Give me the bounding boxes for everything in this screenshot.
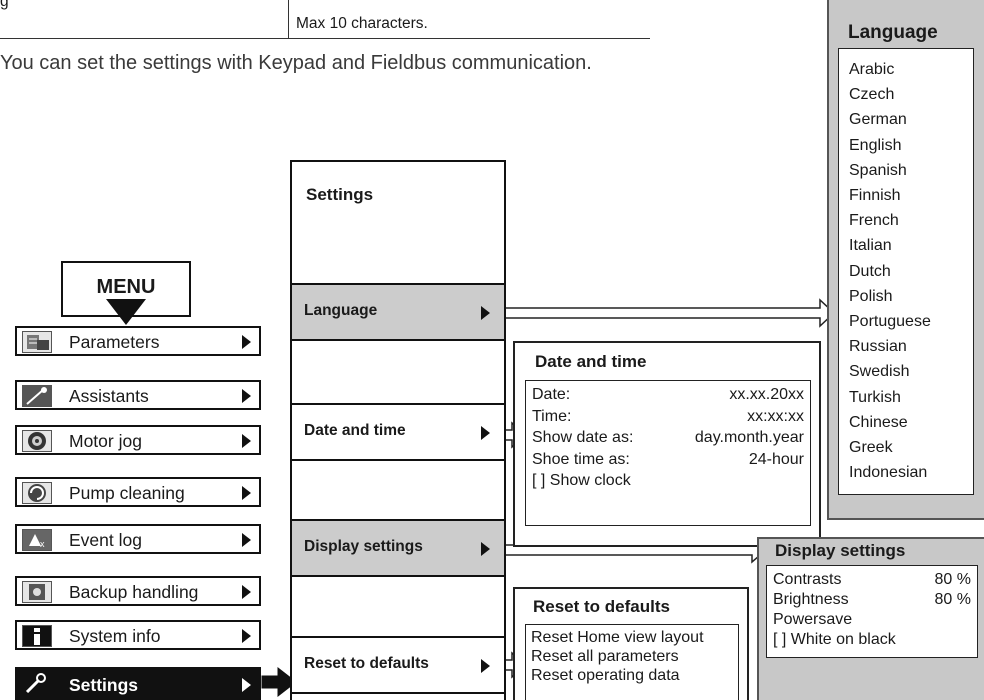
reset-defaults-title: Reset to defaults: [533, 597, 670, 616]
svg-text:x: x: [40, 539, 45, 549]
assistants-icon: [22, 385, 52, 407]
table-column-divider: [288, 0, 289, 38]
language-option[interactable]: Indonesian: [849, 464, 928, 482]
chevron-right-icon: [242, 585, 251, 599]
language-option[interactable]: Arabic: [849, 61, 895, 78]
menu-item-label: Pump cleaning: [69, 483, 185, 503]
menu-item-motor-jog[interactable]: Motor jog: [15, 425, 261, 455]
info-icon: [22, 625, 52, 647]
settings-item-display[interactable]: Display settings: [290, 519, 506, 577]
language-option[interactable]: Dutch: [849, 262, 891, 280]
settings-item-reset[interactable]: Reset to defaults: [290, 636, 506, 694]
time-row[interactable]: Time:xx:xx:xx: [532, 407, 804, 425]
menu-item-label: Assistants: [69, 386, 149, 406]
menu-item-label: Event log: [69, 530, 142, 550]
menu-item-label: Parameters: [69, 332, 160, 352]
menu-item-parameters[interactable]: Parameters: [15, 326, 261, 356]
date-row[interactable]: Date:xx.xx.20xx: [532, 386, 804, 403]
menu-item-event-log[interactable]: x Event log: [15, 524, 261, 554]
settings-item-label: Language: [304, 302, 378, 319]
chevron-right-icon: [242, 486, 251, 500]
table-bottom-rule: [0, 38, 650, 39]
table-cell-note: Max 10 characters.: [296, 15, 428, 32]
date-time-title: Date and time: [535, 352, 647, 371]
settings-item-label: Date and time: [304, 422, 406, 439]
language-option[interactable]: English: [849, 136, 902, 154]
wrench-icon: [22, 672, 52, 694]
menu-item-label: System info: [69, 626, 161, 646]
chevron-right-icon: [481, 542, 490, 556]
time-format-row[interactable]: Shoe time as:24-hour: [532, 450, 804, 468]
pump-cleaning-icon: [22, 482, 52, 504]
chevron-right-icon: [242, 389, 251, 403]
language-option[interactable]: Swedish: [849, 363, 910, 381]
reset-option[interactable]: Reset Home view layout: [531, 629, 704, 646]
menu-item-system-info[interactable]: System info: [15, 620, 261, 650]
menu-item-settings[interactable]: Settings: [15, 667, 261, 700]
powersave-row[interactable]: Powersave: [773, 611, 853, 628]
menu-item-assistants[interactable]: Assistants: [15, 380, 261, 410]
language-option[interactable]: Italian: [849, 237, 892, 255]
chevron-right-icon: [242, 533, 251, 547]
language-option[interactable]: German: [849, 111, 907, 129]
event-log-icon: x: [22, 529, 52, 551]
settings-arrow: [261, 666, 297, 698]
menu-item-label: Motor jog: [69, 431, 142, 451]
chevron-right-icon: [481, 426, 490, 440]
chevron-right-icon: [242, 335, 251, 349]
language-option[interactable]: Czech: [849, 86, 895, 104]
language-option[interactable]: Portuguese: [849, 313, 931, 331]
menu-down-arrow-icon: [106, 299, 146, 325]
menu-title: MENU: [96, 276, 156, 298]
white-on-black-checkbox[interactable]: [ ] White on black: [773, 631, 896, 648]
language-option[interactable]: Spanish: [849, 161, 907, 179]
reset-defaults-content: Reset Home view layout Reset all paramet…: [525, 624, 739, 700]
language-title: Language: [848, 22, 938, 43]
menu-item-backup-handling[interactable]: Backup handling: [15, 576, 261, 606]
show-clock-checkbox[interactable]: [ ] Show clock: [532, 472, 631, 489]
language-option[interactable]: Russian: [849, 338, 907, 356]
display-settings-title: Display settings: [775, 541, 906, 560]
date-time-content: Date:xx.xx.20xx Time:xx:xx:xx Show date …: [525, 380, 811, 526]
table-cell-fragment: g: [0, 0, 9, 10]
motor-jog-icon: [22, 430, 52, 452]
language-option[interactable]: Finnish: [849, 187, 901, 205]
chevron-right-icon: [242, 434, 251, 448]
settings-item-language[interactable]: Language: [290, 283, 506, 341]
language-arrow: [499, 298, 836, 328]
chevron-right-icon: [242, 678, 251, 692]
language-option[interactable]: Turkish: [849, 388, 901, 406]
settings-item-label: Display settings: [304, 538, 423, 555]
chevron-right-icon: [481, 659, 490, 673]
reset-option[interactable]: Reset operating data: [531, 667, 680, 684]
language-option[interactable]: Chinese: [849, 413, 908, 431]
menu-item-label: Settings: [69, 675, 139, 695]
chevron-right-icon: [242, 629, 251, 643]
chevron-right-icon: [481, 306, 490, 320]
language-option[interactable]: Greek: [849, 439, 893, 457]
menu-item-label: Backup handling: [69, 582, 199, 602]
backup-icon: [22, 581, 52, 603]
settings-item-label: Reset to defaults: [304, 655, 429, 672]
reset-option[interactable]: Reset all parameters: [531, 648, 679, 665]
parameters-icon: [22, 331, 52, 353]
language-option[interactable]: Polish: [849, 287, 893, 305]
date-format-row[interactable]: Show date as:day.month.year: [532, 429, 804, 446]
settings-item-date-time[interactable]: Date and time: [290, 403, 506, 461]
language-option[interactable]: French: [849, 212, 899, 230]
settings-title: Settings: [306, 185, 374, 204]
menu-item-pump-cleaning[interactable]: Pump cleaning: [15, 477, 261, 507]
intro-text: You can set the settings with Keypad and…: [0, 52, 592, 74]
